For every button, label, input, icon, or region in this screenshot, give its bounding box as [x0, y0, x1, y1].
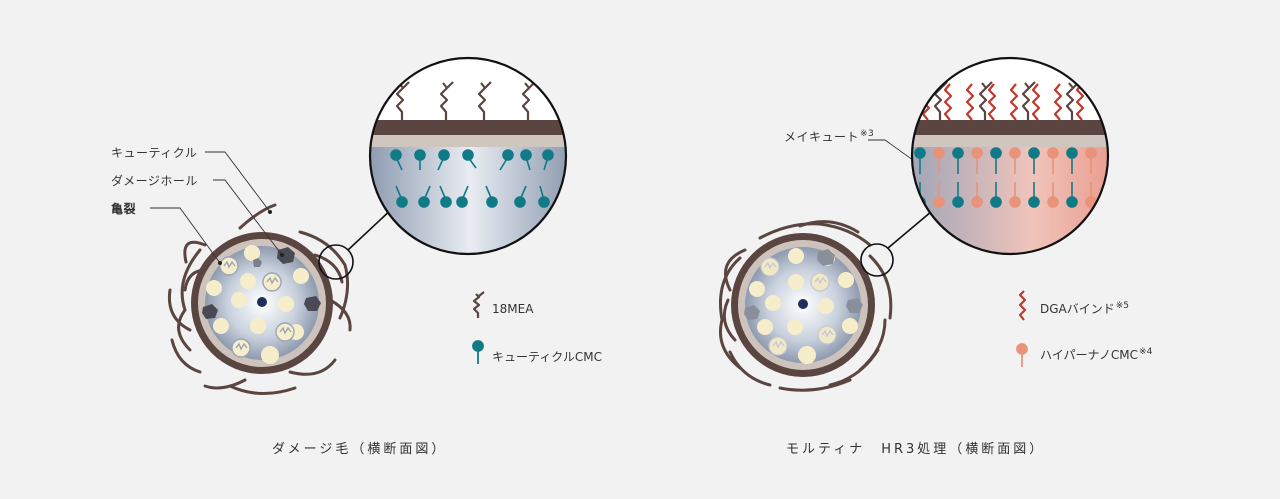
- legend-18mea: 18MEA: [492, 302, 533, 316]
- label-damage-hole: ダメージホール: [111, 172, 198, 189]
- magnified-cuticle-right: [900, 50, 1120, 270]
- label-meicute-text: メイキュート: [784, 130, 859, 144]
- caption-treated-hair: モルティナ HR3処理（横断面図）: [786, 438, 1045, 457]
- caption-damaged-hair: ダメージ毛（横断面図）: [272, 438, 447, 457]
- hyper-nano-cmc-icon: [1017, 344, 1027, 367]
- label-meicute: メイキュート※3: [784, 128, 874, 145]
- legend-hyper-nano-cmc-text: ハイパーナノCMC: [1040, 348, 1138, 362]
- dga-zigzag-icon: [1020, 291, 1025, 320]
- legend-hyper-nano-cmc-sup: ※4: [1139, 347, 1152, 357]
- 18mea-zigzag-icon: [474, 292, 484, 318]
- damaged-hair-cross-section: [150, 50, 580, 394]
- legend-dga-bind-text: DGAバインド: [1040, 302, 1115, 316]
- legend-hyper-nano-cmc: ハイパーナノCMC※4: [1040, 346, 1152, 363]
- cmc-lollipop-icon: [473, 341, 483, 364]
- zoom-origin-circle-right: [861, 244, 893, 276]
- medulla: [257, 297, 267, 307]
- label-crack: 亀裂: [111, 200, 136, 217]
- label-cuticle: キューティクル: [111, 144, 197, 161]
- medulla-right: [798, 299, 808, 309]
- treated-hair-cross-section: [720, 50, 1120, 390]
- legend-dga-bind-sup: ※5: [1116, 301, 1129, 311]
- legend-dga-bind: DGAバインド※5: [1040, 300, 1129, 317]
- magnified-cuticle-left: [360, 50, 580, 270]
- zoom-origin-circle: [319, 245, 353, 279]
- legend-cuticle-cmc: キューティクルCMC: [492, 348, 602, 365]
- label-meicute-sup: ※3: [860, 129, 874, 139]
